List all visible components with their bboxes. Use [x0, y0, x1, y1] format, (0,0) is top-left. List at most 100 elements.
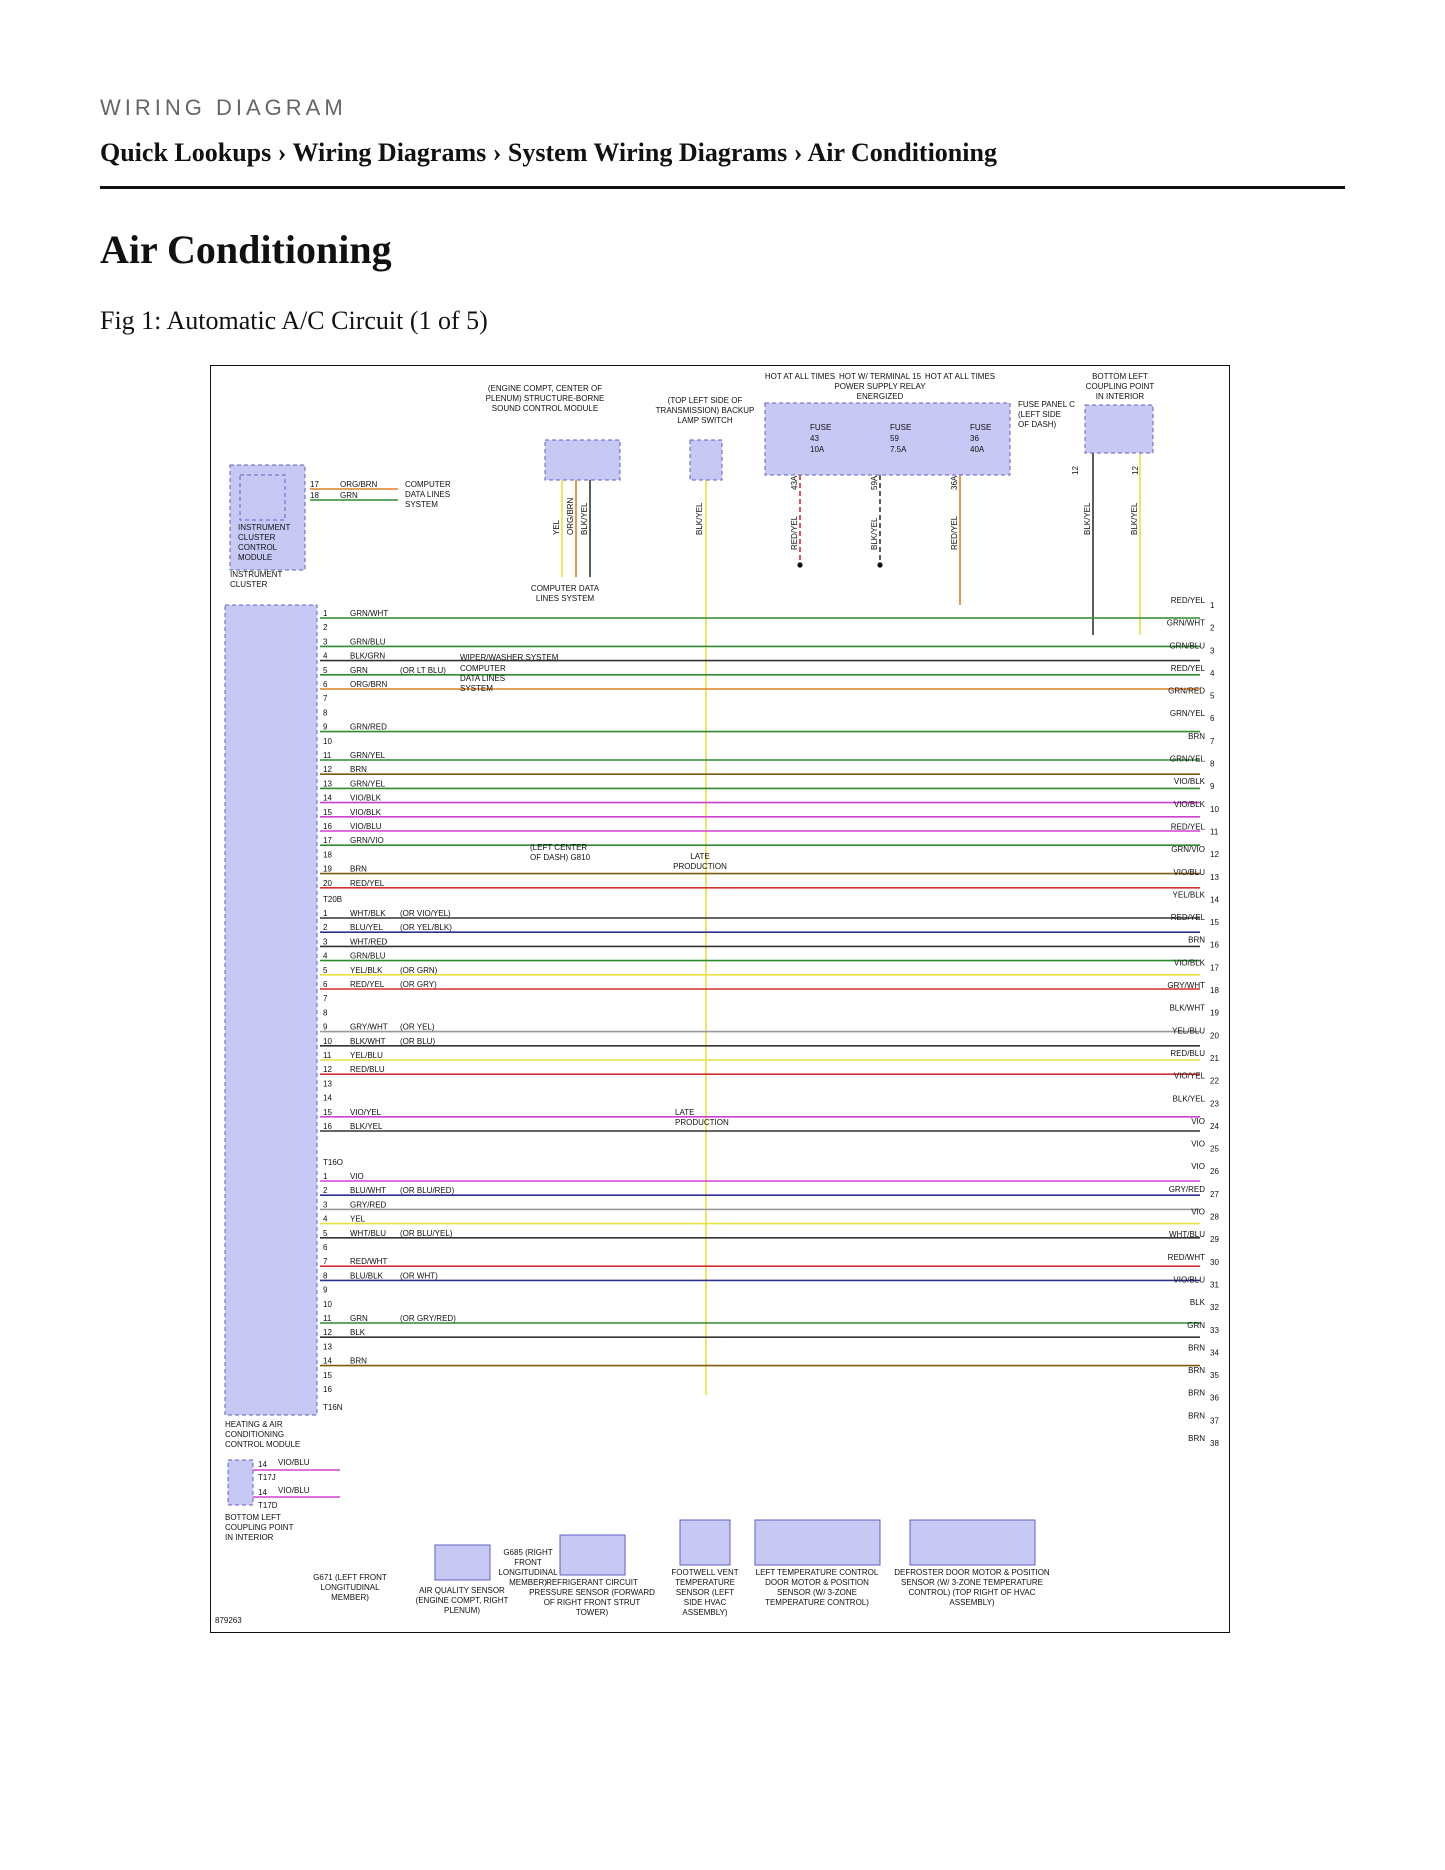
connector-label: T16N	[323, 1403, 343, 1412]
pin-number: 13	[323, 779, 332, 788]
wire-label: WHT/RED	[350, 937, 388, 946]
wire-label: VIO/BLK	[1174, 800, 1206, 809]
wiper-system-label: WIPER/WASHER SYSTEM	[460, 653, 559, 662]
diagram-label: 17	[310, 480, 319, 489]
terminal-number: 33	[1210, 1326, 1219, 1335]
wire-note: (OR YEL/BLK)	[400, 923, 452, 932]
terminal-number: 34	[1210, 1348, 1219, 1357]
fuse-rating: 40A	[970, 445, 985, 454]
pin-number: 7	[323, 694, 328, 703]
air-quality-sensor	[434, 1544, 491, 1581]
pin-number: 6	[323, 1243, 328, 1252]
refrigerant-label: TOWER)	[576, 1608, 609, 1617]
left-temp-door-motor	[754, 1519, 881, 1566]
terminal-number: 12	[1210, 850, 1219, 859]
diagram-label: ORG/BRN	[340, 480, 378, 489]
pin-number: 2	[323, 923, 328, 932]
instrument-cluster-inner	[239, 474, 286, 521]
coupling-top-label: IN INTERIOR	[1096, 392, 1145, 401]
computer-data-lines-label: COMPUTER	[460, 664, 506, 673]
defroster-label: SENSOR (W/ 3-ZONE TEMPERATURE	[901, 1578, 1043, 1587]
computer-data-lines-label: DATA LINES	[405, 490, 450, 499]
fuse-panel-c	[764, 402, 1011, 476]
pin-number: 10	[323, 1037, 332, 1046]
terminal-number: 6	[1210, 714, 1215, 723]
terminal-number: 2	[1210, 624, 1215, 633]
instrument-cluster-label: MODULE	[238, 553, 272, 562]
fuse-number: 59	[890, 434, 899, 443]
pin-number: 11	[323, 1051, 332, 1060]
breadcrumb-item[interactable]: Air Conditioning	[807, 138, 997, 167]
g810-label: OF DASH) G810	[530, 853, 591, 862]
wire-label: GRN/BLU	[350, 952, 386, 961]
air-quality-label: PLENUM)	[444, 1606, 480, 1615]
defroster-label: ASSEMBLY)	[949, 1598, 995, 1607]
wire-label: VIO/BLK	[350, 808, 382, 817]
wire-note: (OR BLU/RED)	[400, 1186, 455, 1195]
refrigerant-label: PRESSURE SENSOR (FORWARD	[529, 1588, 655, 1597]
breadcrumb-item[interactable]: System Wiring Diagrams	[507, 138, 788, 167]
pin-number: 11	[323, 751, 332, 760]
footwell-vent-sensor	[679, 1519, 731, 1566]
terminal-number: 31	[1210, 1280, 1219, 1289]
wire-label: VIO	[1191, 1117, 1205, 1126]
g685-label: FRONT	[514, 1558, 542, 1567]
footwell-label: TEMPERATURE	[675, 1578, 735, 1587]
wire-label: BLK/YEL	[350, 1122, 383, 1131]
wire-label: YEL	[350, 1215, 366, 1224]
breadcrumb-item[interactable]: Quick Lookups	[100, 138, 272, 167]
terminal-number: 20	[1210, 1031, 1219, 1040]
terminal-number: 26	[1210, 1167, 1219, 1176]
wire-label: GRN/BLU	[1169, 641, 1205, 650]
wire-label: RED/YEL	[350, 879, 385, 888]
air-quality-label: (ENGINE COMPT, RIGHT	[416, 1596, 509, 1605]
hot-at-label: HOT AT ALL TIMES	[925, 372, 995, 381]
pin-number: 13	[323, 1342, 332, 1351]
wire-label: GRY/RED	[350, 1200, 387, 1209]
wire-label: GRN/YEL	[1170, 709, 1206, 718]
coupling-top-label: BOTTOM LEFT	[1092, 372, 1148, 381]
wire-label: GRN/YEL	[350, 779, 386, 788]
terminal-number: 1	[1210, 601, 1215, 610]
coupling-bottom-label: BOTTOM LEFT	[225, 1513, 281, 1522]
wire-label: BRN	[1188, 1366, 1205, 1375]
terminal-number: 13	[1210, 873, 1219, 882]
pin-number: 14	[323, 1357, 332, 1366]
diagram-label: 12	[1071, 466, 1080, 475]
wire-label: BRN	[1188, 1411, 1205, 1420]
pin-number: 13	[323, 1079, 332, 1088]
pin-number: 19	[323, 865, 332, 874]
wire-label: VIO/YEL	[350, 1108, 382, 1117]
wire-label: BRN	[1188, 732, 1205, 741]
pin-number: 8	[323, 1008, 328, 1017]
breadcrumb-separator: ›	[492, 138, 502, 167]
terminal-number: 29	[1210, 1235, 1219, 1244]
wire-label: GRN/YEL	[1170, 755, 1206, 764]
hot-at-label: POWER SUPPLY RELAY	[834, 382, 926, 391]
wire-label: GRN/RED	[350, 723, 387, 732]
pin-number: 9	[323, 1023, 328, 1032]
terminal-number: 8	[1210, 760, 1215, 769]
instrument-cluster-sub-label: INSTRUMENT	[230, 570, 283, 579]
wire-label: ORG/BRN	[350, 680, 388, 689]
terminal-number: 17	[1210, 963, 1219, 972]
wire-label: GRY/RED	[1169, 1185, 1206, 1194]
diagram-label: VIO/BLU	[278, 1486, 310, 1495]
pin-number: 3	[323, 637, 328, 646]
wire-label: WHT/BLU	[1169, 1230, 1205, 1239]
terminal-number: 30	[1210, 1258, 1219, 1267]
late-production-label: LATE	[690, 852, 709, 861]
wire-label: BLK/GRN	[350, 652, 385, 661]
page-title: Air Conditioning	[100, 227, 392, 272]
coupling-top-label: COUPLING POINT	[1086, 382, 1155, 391]
wire-label: BRN	[1188, 936, 1205, 945]
wire-label: YEL/BLK	[350, 966, 383, 975]
computer-data-lines-label: DATA LINES	[460, 674, 505, 683]
backup-switch-label: TRANSMISSION) BACKUP	[656, 406, 755, 415]
wire-layer	[253, 453, 1200, 1498]
header-divider	[100, 186, 1345, 189]
wire-label: BRN	[350, 1357, 367, 1366]
defroster-label: CONTROL) (TOP RIGHT OF HVAC	[909, 1588, 1036, 1597]
wire-label: GRN/RED	[1168, 687, 1205, 696]
breadcrumb-item[interactable]: Wiring Diagrams	[292, 138, 487, 167]
